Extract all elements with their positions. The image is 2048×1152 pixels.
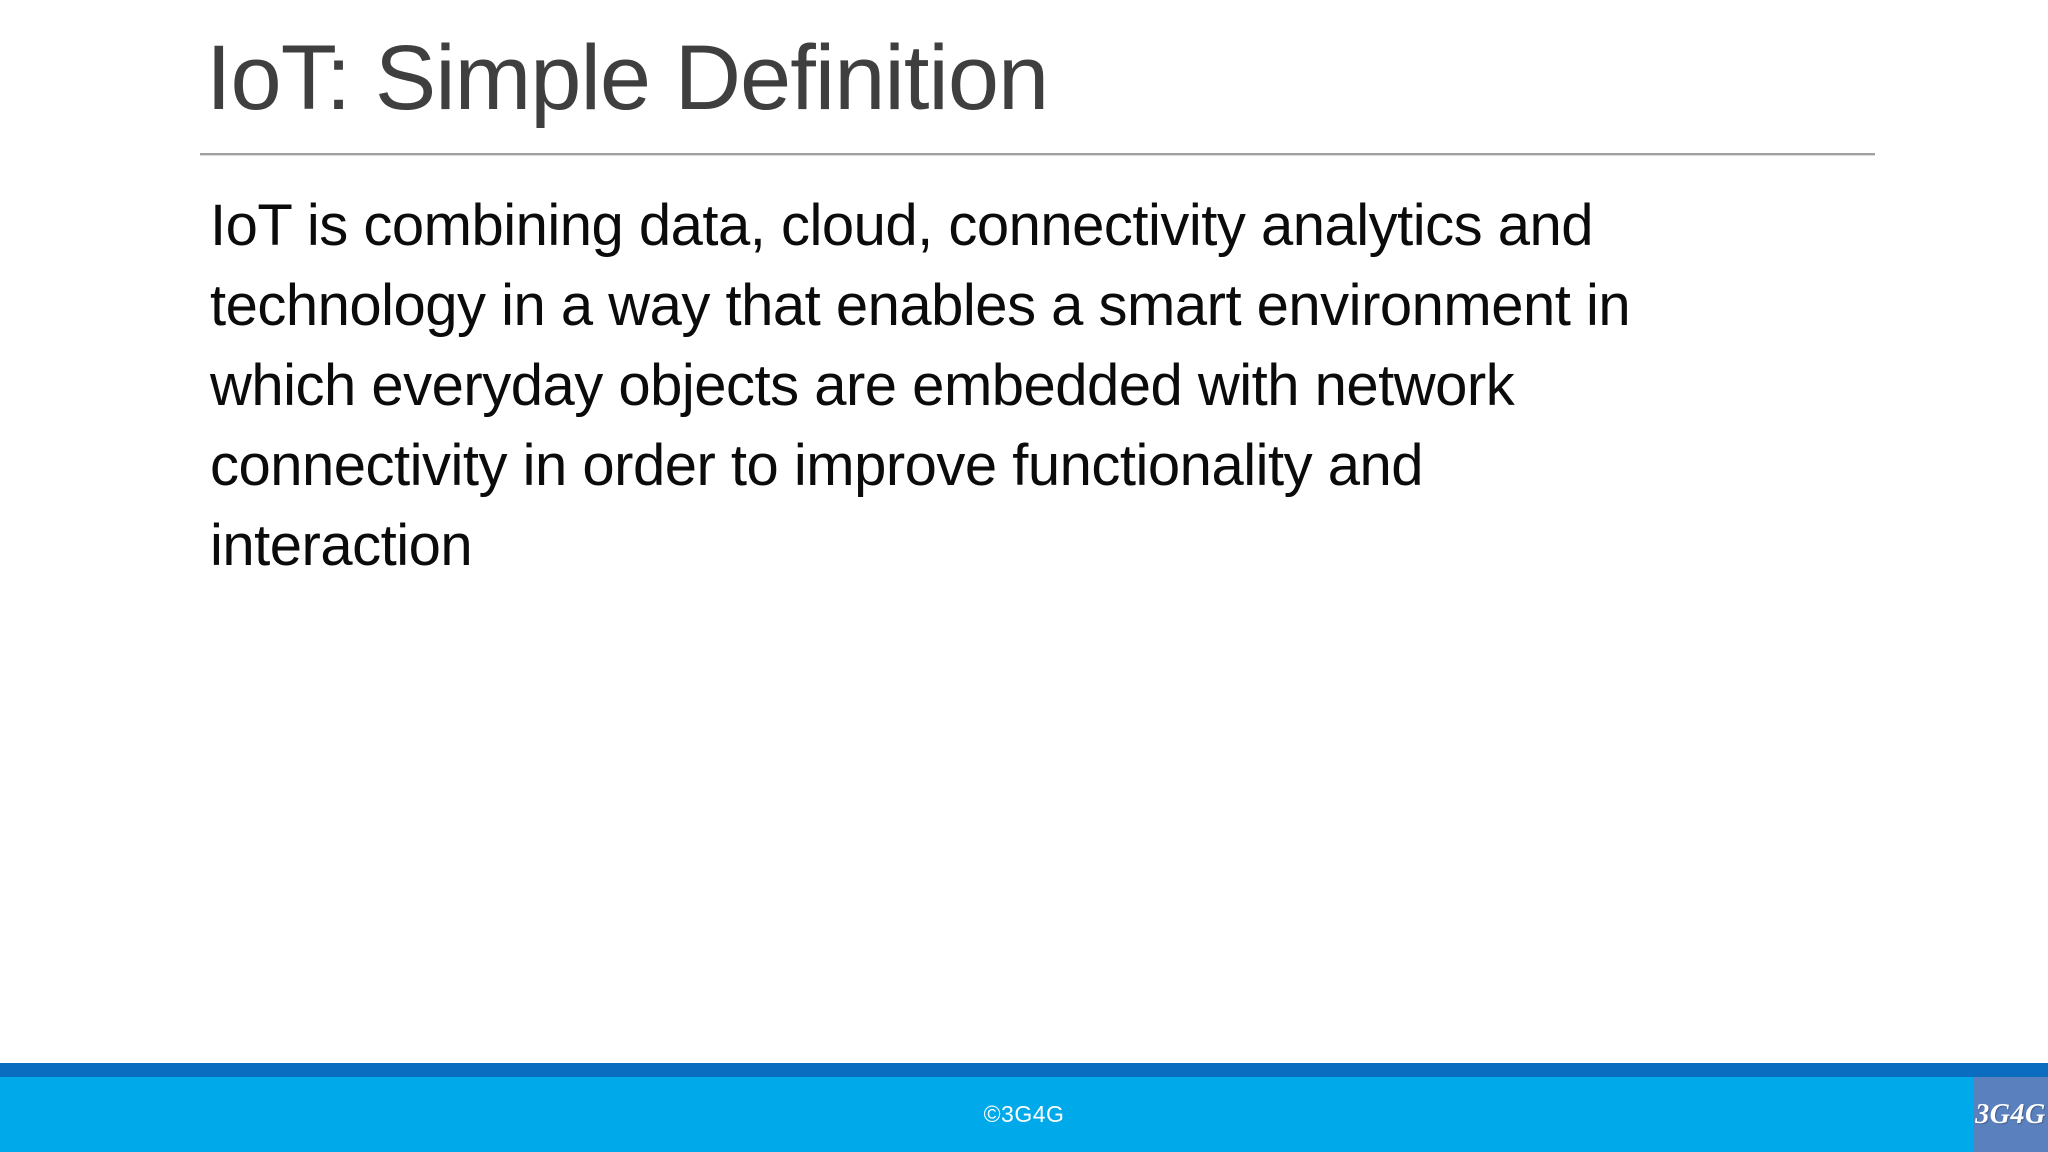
body-line: connectivity in order to improve functio… [210, 433, 1423, 498]
footer-band: ©3G4G [0, 1077, 2048, 1152]
page-title: IoT: Simple Definition [206, 27, 1049, 129]
body-line: technology in a way that enables a smart… [210, 273, 1631, 338]
logo-3g4g: 3G4G [1973, 1077, 2048, 1152]
footer-accent-stripe [0, 1063, 2048, 1077]
title-divider [200, 153, 1875, 156]
body-line: IoT is combining data, cloud, connectivi… [210, 193, 1594, 258]
logo-text: 3G4G [1975, 1098, 2046, 1130]
body-text: IoT is combining data, cloud, connectivi… [210, 186, 1631, 586]
body-line: which everyday objects are embedded with… [210, 353, 1515, 418]
copyright-text: ©3G4G [983, 1101, 1065, 1127]
body-line: interaction [210, 513, 473, 578]
